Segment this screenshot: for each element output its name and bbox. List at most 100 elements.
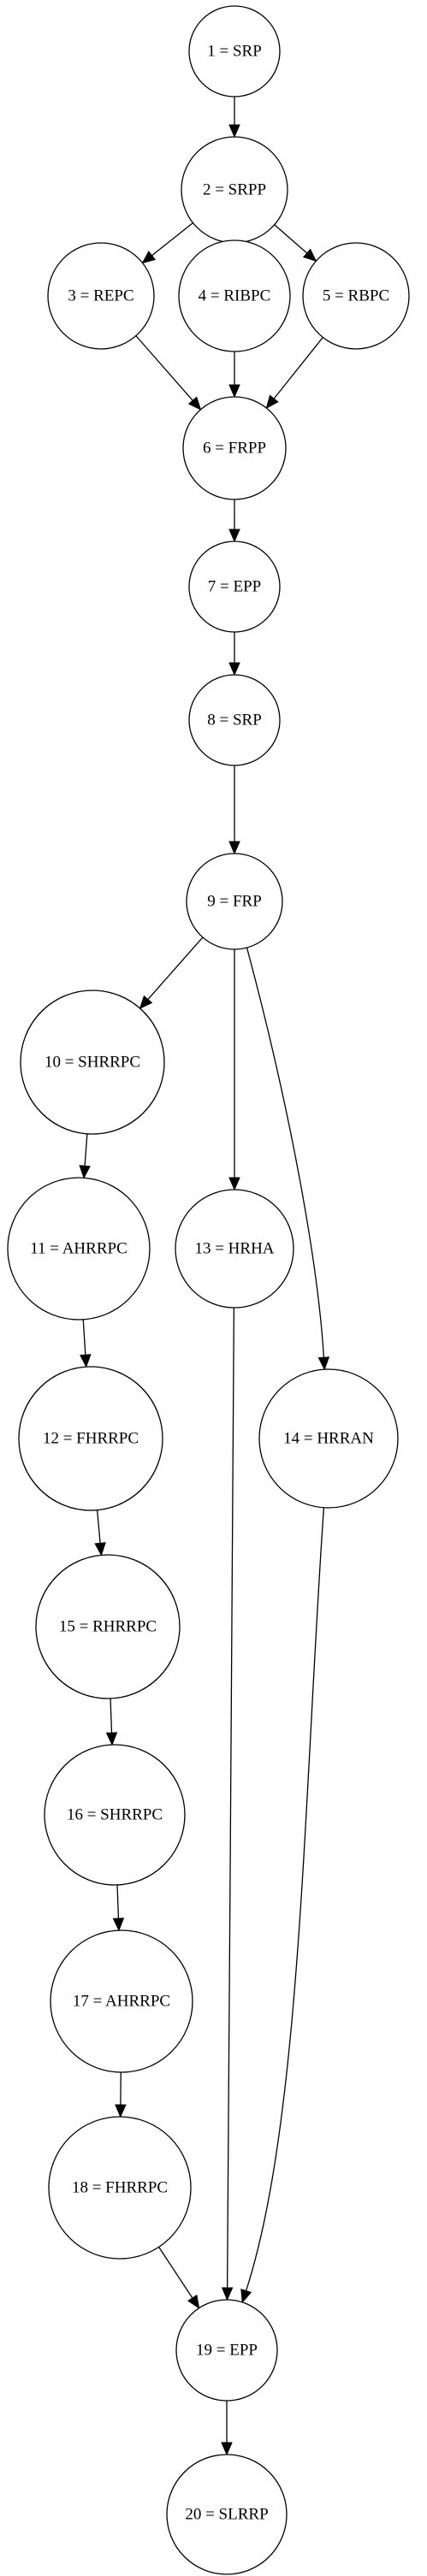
node-label: 16 = SHRRPC xyxy=(67,1805,163,1823)
node-n5: 5 = RBPC xyxy=(302,242,410,350)
node-circle xyxy=(186,853,283,950)
node-n3: 3 = REPC xyxy=(47,242,155,350)
node-label: 2 = SRPP xyxy=(203,180,266,198)
node-n13: 13 = HRHA xyxy=(175,1189,294,1309)
node-label: 14 = HRRAN xyxy=(283,1429,374,1447)
arrowhead xyxy=(141,251,157,264)
node-circle xyxy=(175,2299,278,2402)
edge-n2-n3 xyxy=(141,222,193,264)
arrowhead xyxy=(240,2289,252,2304)
edge-line xyxy=(82,1319,86,1356)
node-label: 12 = FHRRPC xyxy=(43,1429,139,1447)
node-n17: 17 = AHRRPC xyxy=(50,1929,193,2073)
arrowhead xyxy=(79,1165,91,1179)
arrowhead xyxy=(302,248,317,263)
arrowhead xyxy=(80,1354,92,1368)
node-circle xyxy=(50,1929,193,2073)
edge-n12-n15 xyxy=(94,1510,106,1557)
node-label: 3 = REPC xyxy=(68,287,133,304)
edge-line xyxy=(246,947,325,1358)
node-label: 11 = AHRRPC xyxy=(30,1239,128,1257)
node-label: 1 = SRP xyxy=(207,42,262,60)
node-n14: 14 = HRRAN xyxy=(258,1368,399,1509)
node-circle xyxy=(188,541,281,633)
node-label: 17 = AHRRPC xyxy=(73,1992,170,2010)
edge-line xyxy=(245,1507,325,2291)
node-circle xyxy=(188,5,281,97)
node-n16: 16 = SHRRPC xyxy=(44,1744,186,1886)
edge-n16-n17 xyxy=(112,1884,125,1932)
node-circle xyxy=(302,242,410,350)
arrowhead xyxy=(187,2294,200,2309)
node-n8: 8 = SRP xyxy=(188,674,281,766)
nodes-layer: 1 = SRP 2 = SRPP 3 = REPC 4 = RIBPC 5 = RBPC… xyxy=(7,5,410,2575)
node-circle xyxy=(182,396,287,500)
node-circle xyxy=(20,990,165,1135)
edge-line xyxy=(147,936,204,1000)
edge-n17-n18 xyxy=(115,2071,127,2118)
edge-line xyxy=(226,1307,235,2289)
edge-n4-n6 xyxy=(228,352,240,399)
edge-line xyxy=(116,1884,120,1919)
edge-line xyxy=(158,2246,193,2299)
edge-line xyxy=(274,224,308,254)
node-label: 15 = RHRRPC xyxy=(59,1617,157,1635)
node-n6: 6 = FRPP xyxy=(182,396,287,500)
node-n11: 11 = AHRRPC xyxy=(7,1177,151,1320)
arrowhead xyxy=(105,1732,118,1746)
arrowhead xyxy=(94,1542,106,1557)
edge-n1-n2 xyxy=(228,97,240,139)
edge-n2-n5 xyxy=(274,224,317,263)
arrowhead xyxy=(221,2442,233,2456)
arrowhead xyxy=(228,529,240,543)
node-n15: 15 = RHRRPC xyxy=(35,1554,181,1699)
node-label: 4 = RIBPC xyxy=(199,287,271,304)
edge-line xyxy=(110,1698,113,1734)
edge-n5-n6 xyxy=(265,337,323,410)
node-n19: 19 = EPP xyxy=(175,2299,278,2402)
node-circle xyxy=(47,242,155,350)
arrowhead xyxy=(265,394,279,410)
edge-n18-n19 xyxy=(158,2246,200,2309)
edge-n11-n12 xyxy=(80,1319,92,1368)
edges-layer xyxy=(79,97,330,2456)
edge-n9-n14 xyxy=(246,947,330,1371)
node-circle xyxy=(178,239,291,352)
arrowhead xyxy=(228,1177,240,1191)
node-label: 10 = SHRRPC xyxy=(44,1053,140,1071)
node-n18: 18 = FHRRPC xyxy=(48,2116,192,2260)
node-label: 7 = EPP xyxy=(208,577,261,595)
arrowhead xyxy=(139,995,153,1009)
node-n2: 2 = SRPP xyxy=(181,136,288,244)
edge-n7-n8 xyxy=(228,632,240,676)
node-n12: 12 = FHRRPC xyxy=(18,1366,163,1511)
arrowhead xyxy=(228,841,240,855)
node-n9: 9 = FRP xyxy=(186,853,283,950)
edge-line xyxy=(151,222,193,257)
edge-n14-n19 xyxy=(240,1507,325,2304)
node-label: 20 = SLRRP xyxy=(185,2505,268,2523)
edge-n9-n13 xyxy=(228,949,240,1191)
edge-line xyxy=(84,1133,88,1167)
arrowhead xyxy=(228,384,240,399)
arrowhead xyxy=(228,662,240,676)
edge-n19-n20 xyxy=(221,2401,233,2456)
edge-line xyxy=(273,337,323,399)
node-label: 8 = SRP xyxy=(207,711,262,729)
node-n7: 7 = EPP xyxy=(188,541,281,633)
node-circle xyxy=(166,2454,288,2575)
node-label: 13 = HRHA xyxy=(194,1239,274,1257)
node-circle xyxy=(35,1554,181,1699)
edge-n10-n11 xyxy=(79,1133,91,1179)
arrowhead xyxy=(115,2104,127,2118)
node-label: 9 = FRP xyxy=(207,892,262,910)
edge-n6-n7 xyxy=(228,499,240,543)
edge-n13-n19 xyxy=(221,1307,235,2301)
node-circle xyxy=(48,2116,192,2260)
arrowhead xyxy=(228,124,240,139)
edge-n3-n6 xyxy=(135,335,202,411)
node-n1: 1 = SRP xyxy=(188,5,281,97)
arrowhead xyxy=(221,2287,234,2301)
node-circle xyxy=(18,1366,163,1511)
